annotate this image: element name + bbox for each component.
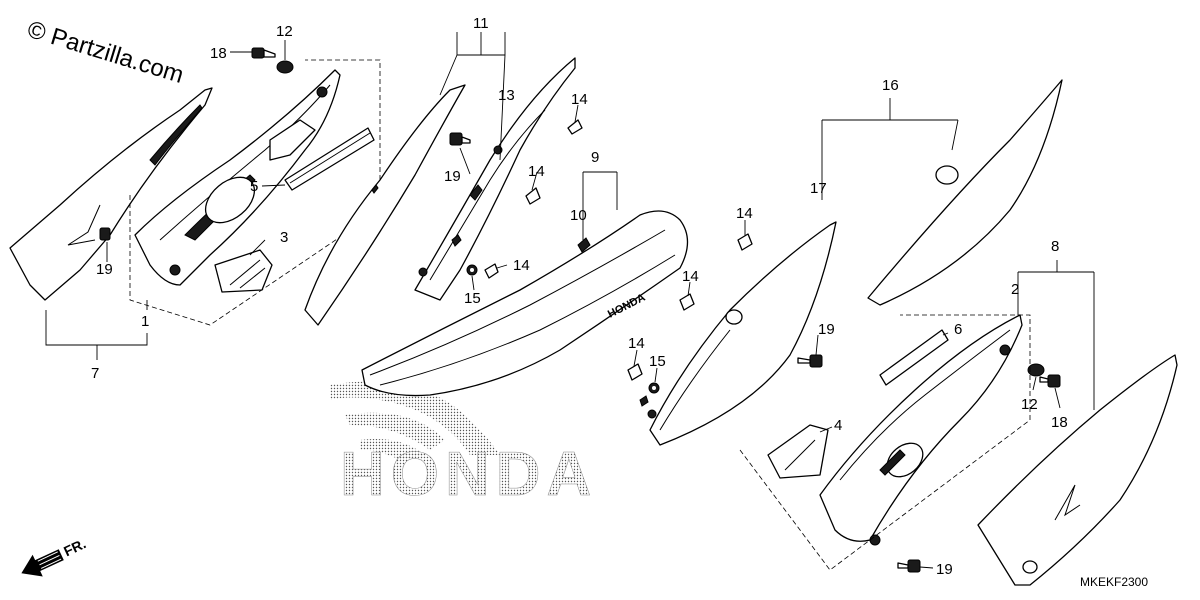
rubber-strip-part-5[interactable]	[284, 127, 375, 191]
pad-part-3[interactable]	[214, 249, 273, 293]
clip-14-d[interactable]	[737, 233, 753, 251]
callout-18-right: 18	[1051, 414, 1068, 431]
clip-14-e[interactable]	[679, 293, 695, 311]
bolt-19-tank[interactable]	[449, 132, 471, 146]
callout-2: 2	[1011, 281, 1019, 298]
collar-12-left[interactable]	[276, 60, 294, 74]
bolt-19-right[interactable]	[897, 559, 921, 573]
callout-4: 4	[834, 417, 842, 434]
callout-11: 11	[473, 15, 489, 32]
clip-14-c[interactable]	[484, 263, 499, 279]
callout-3: 3	[280, 229, 288, 246]
callout-5: 5	[250, 178, 258, 195]
bolt-19-panel[interactable]	[797, 354, 823, 368]
callout-14-e: 14	[682, 268, 699, 285]
bolt-18-left[interactable]	[251, 47, 276, 59]
clip-14-b[interactable]	[525, 187, 541, 205]
callout-6: 6	[954, 321, 962, 338]
callout-10: 10	[570, 207, 587, 224]
honda-wordmark: HONDA	[340, 440, 597, 509]
clip-14-f[interactable]	[627, 363, 643, 381]
collar-12-right[interactable]	[1027, 363, 1045, 377]
copyright-watermark: © Partzilla.com	[24, 16, 187, 89]
rubber-strip-part-6[interactable]	[879, 329, 949, 386]
callout-18-left: 18	[210, 45, 227, 62]
callout-8: 8	[1051, 238, 1059, 255]
pad-part-4[interactable]	[767, 424, 829, 479]
callout-14-d: 14	[736, 205, 753, 222]
callout-17: 17	[810, 180, 827, 197]
callout-19-right: 19	[936, 561, 953, 578]
callout-14-f: 14	[628, 335, 645, 352]
callout-14-a: 14	[571, 91, 588, 108]
washer-15-left[interactable]	[466, 264, 478, 276]
callout-13: 13	[498, 87, 515, 104]
callout-19-tank: 19	[444, 168, 461, 185]
honda-wing-logo	[330, 381, 500, 460]
clip-14-a[interactable]	[567, 119, 583, 135]
callout-12-right: 12	[1021, 396, 1038, 413]
right-side-panel-part-17[interactable]	[639, 221, 837, 446]
front-label: FR.	[61, 535, 88, 559]
callout-16: 16	[882, 77, 899, 94]
left-side-cover-part-1[interactable]	[134, 69, 341, 286]
callout-19-left: 19	[96, 261, 113, 278]
tank-shroud-outer-part-11[interactable]	[304, 84, 466, 326]
left-shroud-part-7[interactable]	[9, 87, 213, 301]
callout-12-left: 12	[276, 23, 293, 40]
bolt-19-left[interactable]	[99, 227, 111, 241]
callout-14-c: 14	[513, 257, 530, 274]
diagram-code: MKEKF2300	[1080, 575, 1148, 589]
washer-15-right[interactable]	[648, 382, 660, 394]
decal-part-16[interactable]	[867, 79, 1063, 306]
callout-14-b: 14	[528, 163, 545, 180]
callout-9: 9	[591, 149, 599, 166]
callout-1: 1	[141, 313, 149, 330]
front-direction-arrow: FR.	[21, 535, 88, 577]
bolt-18-right[interactable]	[1039, 374, 1061, 388]
right-shroud-part-8[interactable]	[977, 354, 1178, 586]
callout-15-right: 15	[649, 353, 666, 370]
callout-7: 7	[91, 365, 99, 382]
callout-15-left: 15	[464, 290, 481, 307]
callout-19-panel: 19	[818, 321, 835, 338]
leader-lines	[45, 32, 1095, 569]
tank-shroud-inner-part-13[interactable]	[414, 57, 576, 301]
